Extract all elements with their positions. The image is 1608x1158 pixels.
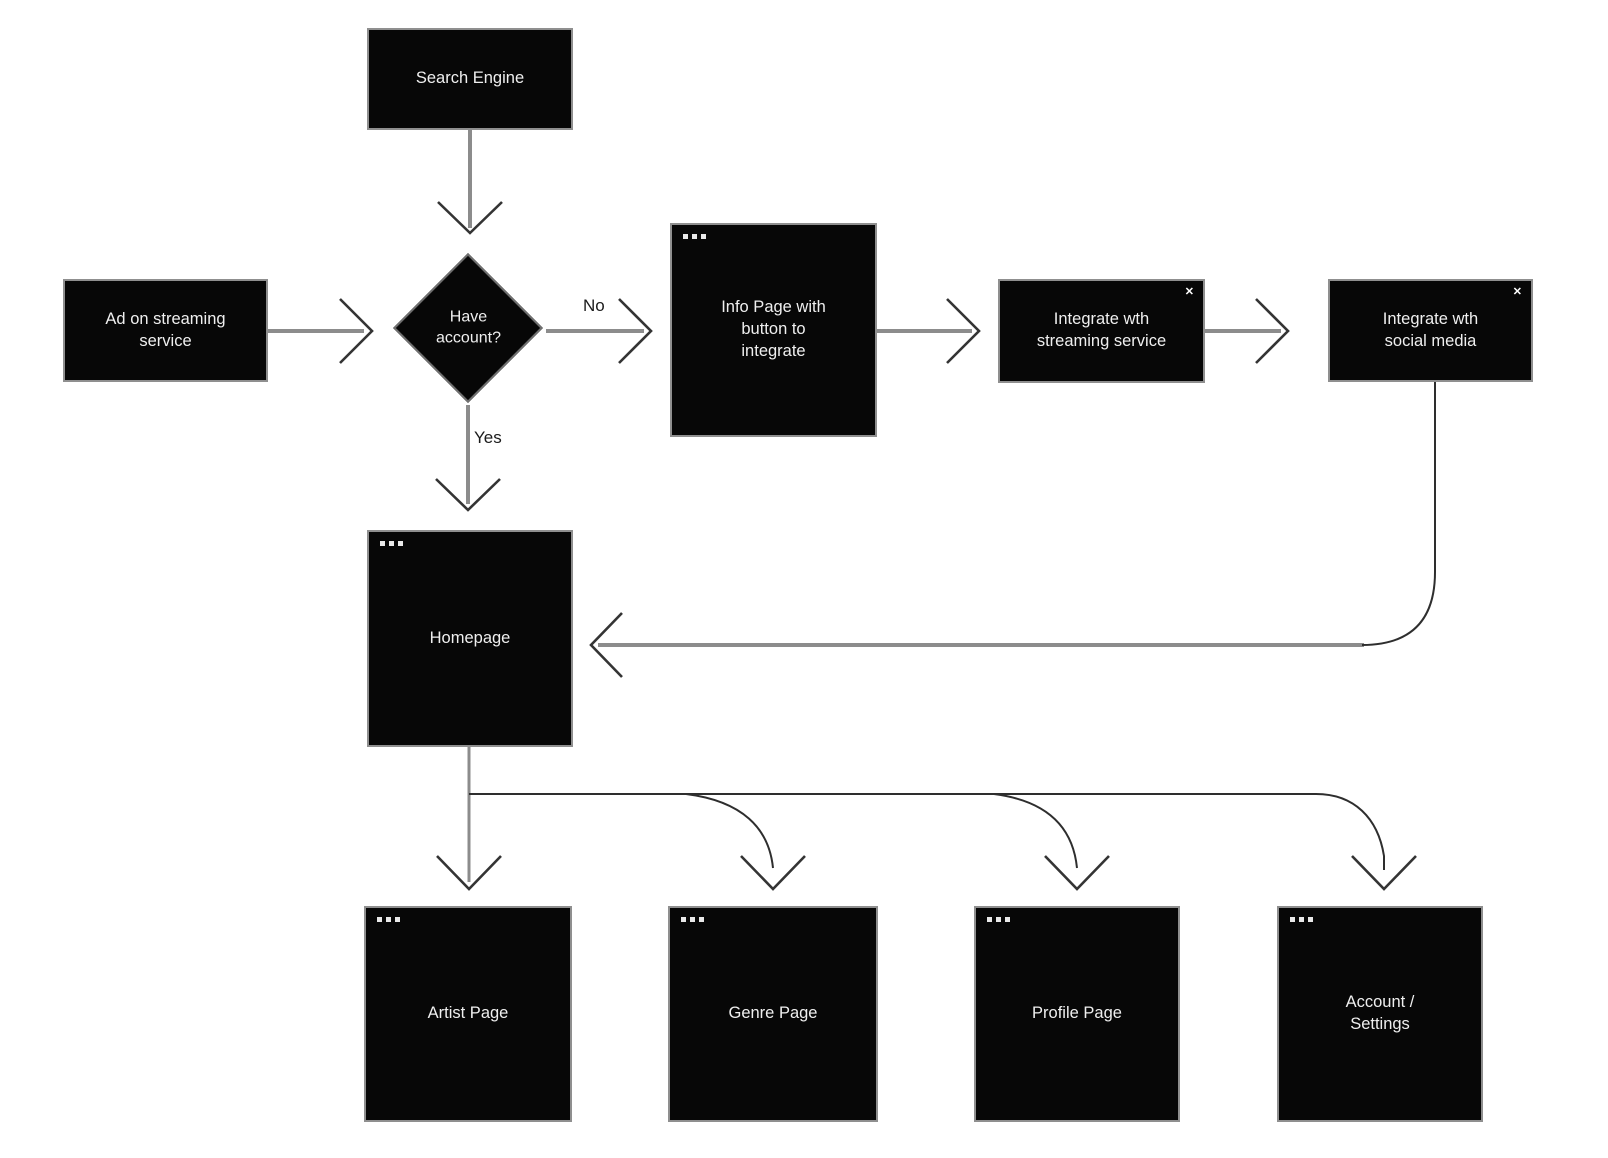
edge-branch-to-account: [469, 793, 1385, 870]
node-label: Info Page with button to integrate: [721, 298, 826, 360]
close-icon[interactable]: ✕: [1512, 286, 1522, 298]
arrowhead-left-homepage: [589, 612, 623, 678]
node-label: Search Engine: [415, 69, 525, 88]
node-label: Homepage: [429, 628, 511, 647]
node-account-settings[interactable]: Account / Settings: [1277, 906, 1483, 1122]
arrowhead-right-social: [1255, 298, 1290, 364]
ellipsis-dots-icon: [681, 917, 704, 922]
ellipsis-dots-icon: [987, 917, 1010, 922]
node-info-page[interactable]: Info Page with button to integrate: [670, 223, 877, 437]
arrowhead-right-info: [618, 298, 653, 364]
node-label: Integrate wth streaming service: [1036, 310, 1167, 350]
ellipsis-dots-icon: [377, 917, 400, 922]
node-label: Account / Settings: [1345, 993, 1415, 1033]
ellipsis-dots-icon: [1290, 917, 1313, 922]
node-integrate-social-media[interactable]: ✕ Integrate wth social media: [1328, 279, 1533, 382]
node-label: Ad on streaming service: [105, 309, 226, 350]
edge-label-no: No: [583, 296, 605, 315]
node-ad-on-streaming-service[interactable]: Ad on streaming service: [63, 279, 268, 382]
arrowhead-down-decision: [437, 201, 503, 235]
node-homepage[interactable]: Homepage: [367, 530, 573, 747]
node-label: Artist Page: [427, 1004, 509, 1023]
node-integrate-streaming-service[interactable]: ✕ Integrate wth streaming service: [998, 279, 1205, 383]
node-profile-page[interactable]: Profile Page: [974, 906, 1180, 1122]
node-artist-page[interactable]: Artist Page: [364, 906, 572, 1122]
node-have-account-decision[interactable]: Have account?: [393, 253, 543, 403]
node-label: Integrate wth social media: [1382, 309, 1479, 350]
arrowhead-right-streaming: [946, 298, 981, 364]
node-label: Have account?: [435, 308, 501, 346]
connector-curves: [469, 382, 1436, 870]
node-label: Profile Page: [1032, 1004, 1122, 1023]
edge-branch-to-genre: [685, 793, 774, 869]
close-icon[interactable]: ✕: [1184, 286, 1194, 298]
arrowhead-right-decision: [339, 298, 374, 364]
node-label: Genre Page: [728, 1004, 818, 1023]
arrowhead-down-genre: [740, 855, 806, 891]
ellipsis-dots-icon: [683, 234, 706, 239]
node-genre-page[interactable]: Genre Page: [668, 906, 878, 1122]
ellipsis-dots-icon: [380, 541, 403, 546]
arrowhead-down-account: [1351, 855, 1417, 891]
arrowhead-down-homepage: [435, 478, 501, 512]
edge-social-drop-curve: [1361, 382, 1436, 646]
node-search-engine[interactable]: Search Engine: [367, 28, 573, 130]
arrowhead-down-profile: [1044, 855, 1110, 891]
arrowhead-down-artist: [436, 855, 502, 891]
edge-branch-to-profile: [993, 793, 1078, 869]
edge-label-yes: Yes: [474, 428, 502, 447]
